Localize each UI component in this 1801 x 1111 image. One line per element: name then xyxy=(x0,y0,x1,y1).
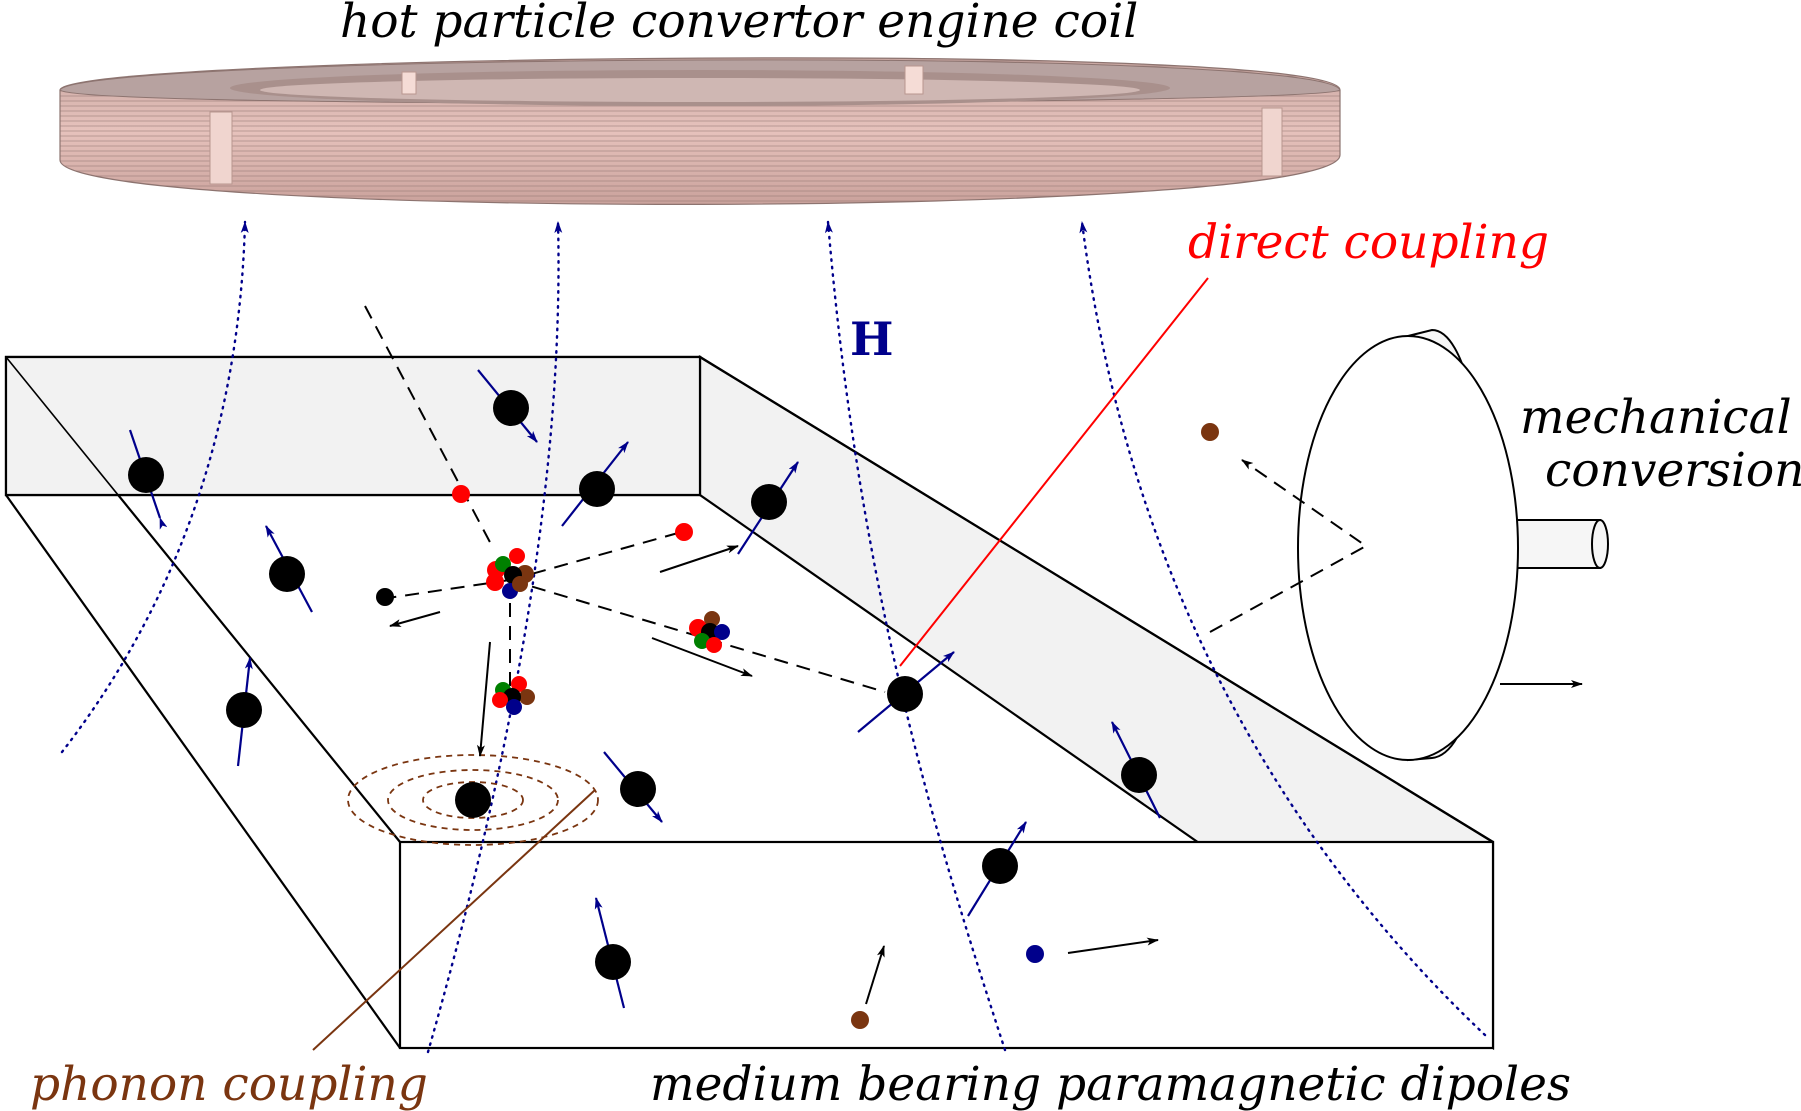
phonon-coupling-line xyxy=(312,789,596,1051)
mechanical-conversion-label-line1: mechanical xyxy=(1520,390,1792,445)
nucleus-cluster xyxy=(689,611,730,653)
dipole xyxy=(128,429,168,530)
dipole xyxy=(455,782,491,818)
direct-coupling-label: direct coupling xyxy=(1188,215,1549,270)
piston-icon xyxy=(1297,328,1609,762)
dipole xyxy=(1111,721,1161,819)
nucleus-cluster xyxy=(492,676,535,715)
dipole xyxy=(265,525,313,613)
coil-title: hot particle convertor engine coil xyxy=(340,0,1138,49)
paramagnetic-dipoles xyxy=(128,369,1161,1009)
dipole xyxy=(594,897,631,1009)
copper-coil-icon xyxy=(59,57,1341,205)
medium-label: medium bearing paramagnetic dipoles xyxy=(650,1057,1571,1111)
phonon-coupling-label: phonon coupling xyxy=(30,1057,428,1111)
particle-brown xyxy=(1201,423,1219,441)
dipole xyxy=(737,461,799,555)
small-particles xyxy=(376,485,1044,1029)
particle-velocity-arrows xyxy=(389,545,1159,1005)
field-label-h: H xyxy=(850,312,893,366)
piston-bounce-path xyxy=(1209,459,1368,633)
dipole xyxy=(226,657,262,767)
dipole xyxy=(603,751,663,823)
paramagnetic-medium-slab xyxy=(4,355,1495,1051)
nucleus-cluster xyxy=(486,548,534,599)
dipole xyxy=(561,441,629,527)
direct-coupling-line xyxy=(899,277,1209,667)
mechanical-conversion-label-line2: conversion xyxy=(1545,443,1801,498)
dipole xyxy=(477,369,538,443)
dipole xyxy=(967,821,1027,917)
dipole xyxy=(857,651,955,733)
